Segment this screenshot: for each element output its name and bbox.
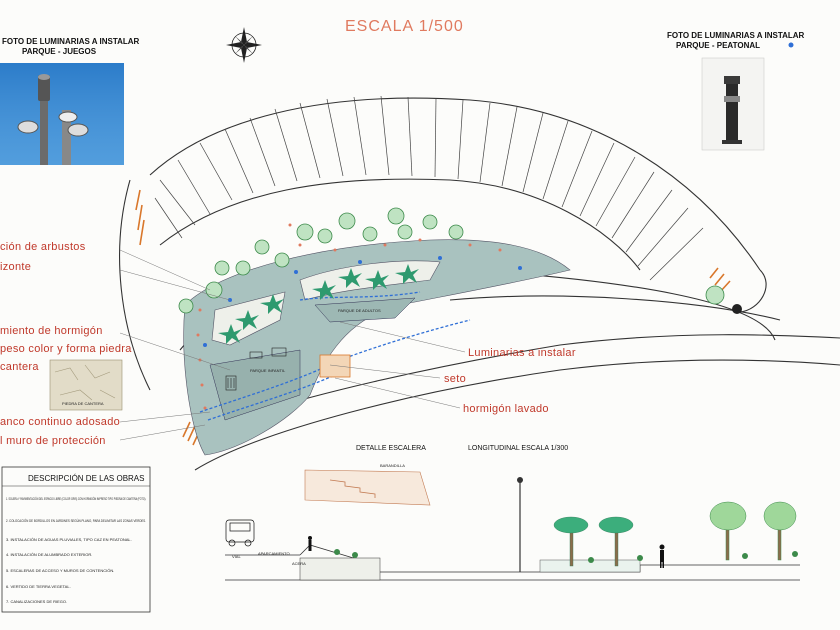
photo-left-title-1: FOTO DE LUMINARIAS A INSTALAR (2, 37, 140, 46)
car-icon (225, 519, 255, 547)
lamp-symbol-icon (732, 304, 742, 314)
aparcamiento-label: APARCAMIENTO (258, 551, 290, 556)
annotation-concrete-paving: miento de hormigón (0, 325, 103, 337)
legend-dot-icon (788, 42, 794, 48)
description-item-1: 1. SOLERA Y PAVIMENTACIÓN DEL ESPACIO LI… (6, 496, 146, 501)
compass-rose-icon (226, 27, 262, 63)
description-item-5: 5. ESCALERAS DE ACCESO Y MUROS DE CONTEN… (6, 568, 114, 573)
playground-equipment (225, 347, 287, 391)
annotation-shrubs: ción de arbustos (0, 241, 86, 253)
person-left-icon (308, 536, 312, 551)
photo-right-title-1: FOTO DE LUMINARIAS A INSTALAR (667, 31, 805, 40)
stone-sample-photo: PIEDRA DE CANTERA (49, 359, 123, 411)
palm-plantings (218, 264, 419, 344)
park-adults-zone (314, 297, 416, 323)
photo-left-title-2: PARQUE - JUEGOS (22, 47, 97, 56)
lamp-photo-icon (0, 63, 124, 165)
acera-label: ACERA (292, 561, 306, 566)
annotation-bench: anco continuo adosado (0, 416, 120, 428)
leader-lines-left (119, 249, 231, 441)
annotation-wall: l muro de protección (0, 435, 106, 447)
stair-section-detail: BARANDILLA (304, 463, 431, 506)
longitudinal-section (225, 477, 800, 581)
description-item-6: 6. VERTIDO DE TIERRA VEGETAL. (6, 584, 71, 589)
sheet-title: ESCALA 1/500 (345, 18, 464, 35)
photo-right-title-2: PARQUE - PEATONAL (676, 41, 760, 50)
annotation-hedge: seto (444, 373, 466, 385)
leader-lines-right (329, 321, 466, 409)
parking-stalls (154, 95, 704, 281)
stair-element (319, 354, 351, 378)
annotation-color-shape: peso color y forma piedra (0, 343, 132, 355)
description-item-4: 4. INSTALACIÓN DE ALUMBRADO EXTERIOR. (6, 552, 92, 557)
park-kids-zone (209, 349, 301, 421)
label-park-adults: PARQUE DE ADULTOS (338, 308, 381, 313)
description-item-3: 3. INSTALACIÓN DE AGUAS PLUVIALES, TIPO … (6, 537, 132, 542)
description-box: DESCRIPCIÓN DE LAS OBRAS 1. SOLERA Y PAV… (1, 466, 151, 613)
stone-sample-label: PIEDRA DE CANTERA (62, 401, 104, 406)
shrub-dots (196, 223, 502, 410)
tree-ring (178, 207, 725, 314)
bollard-photo-icon (701, 57, 765, 151)
description-item-7: 7. CANALIZACIONES DE RIEGO. (6, 599, 67, 604)
annotation-washed-concrete: hormigón lavado (463, 403, 549, 415)
description-header: DESCRIPCIÓN DE LAS OBRAS (28, 474, 144, 483)
annotation-horizon: izonte (0, 261, 31, 273)
annotation-lamps: Luminarias a instalar (468, 347, 576, 359)
person-icon (659, 544, 665, 568)
vial-label: VIAL (232, 554, 241, 559)
longitudinal-label: LONGITUDINAL ESCALA 1/300 (468, 445, 568, 452)
annotation-quarry: cantera (0, 361, 39, 373)
description-item-2: 2. COLOCACIÓN DE BORDILLOS EN JARDINES S… (6, 518, 146, 523)
label-park-kids: PARQUE INFANTIL (250, 368, 286, 373)
detail-stair-label: DETALLE ESCALERA (356, 445, 426, 452)
barandilla-label: BARANDILLA (380, 463, 405, 468)
